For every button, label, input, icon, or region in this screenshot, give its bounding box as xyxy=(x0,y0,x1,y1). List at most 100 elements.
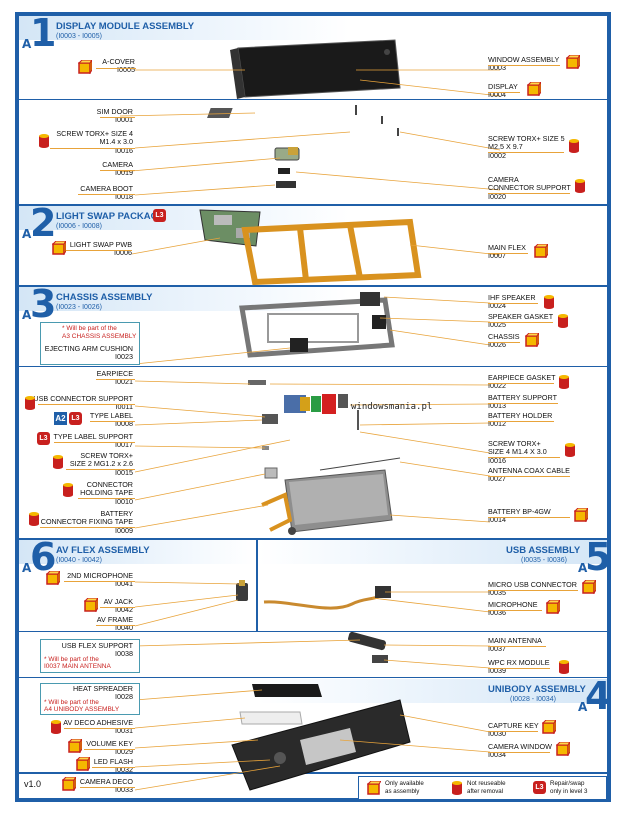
part-name-torx4b: SCREW TORX+ xyxy=(488,439,541,448)
label-ejecting: EJECTING ARM CUSHION I0023 xyxy=(45,344,133,362)
assembly-cube-icon-window xyxy=(565,53,581,70)
label-mainflex: MAIN FLEX I0007 xyxy=(488,243,526,261)
label-display: DISPLAY I0004 xyxy=(488,82,518,100)
assembly-cube-icon-mainflex xyxy=(533,242,549,259)
section-range-chassis: (I0023 - I0026) xyxy=(56,304,102,311)
part-code-usbflex: I0038 xyxy=(115,649,133,659)
part-name-torx5: SCREW TORX+ SIZE 5 xyxy=(488,134,565,143)
section-prefix-avflex: A xyxy=(22,561,32,575)
underline-mainant xyxy=(488,646,546,647)
part-name-ledflash: LED FLASH xyxy=(93,757,133,766)
part-name-camconn: CAMERA xyxy=(488,175,519,184)
part-name-camboot: CAMERA BOOT xyxy=(80,184,133,193)
note-box-usbflex xyxy=(40,639,140,673)
part-code-camwindow: I0034 xyxy=(488,750,506,760)
underline-capture xyxy=(488,731,538,732)
section-title-chassis: CHASSIS ASSEMBLY xyxy=(56,292,153,303)
part-code-avdeco: I0031 xyxy=(115,726,133,736)
nonreuse-cylinder-icon-torx4 xyxy=(38,133,49,148)
part-name-usbflex: USB FLEX SUPPORT xyxy=(61,641,133,650)
divider-4 xyxy=(19,366,607,367)
nonreuse-cylinder-icon-ihf xyxy=(543,294,554,309)
part-code-camconn: I0020 xyxy=(488,191,506,201)
section-title-avflex: AV FLEX ASSEMBLY xyxy=(56,545,150,556)
part-name-battsupport: BATTERY SUPPORT xyxy=(488,393,557,402)
underline-typelabelsup xyxy=(54,442,135,443)
label-mainant: MAIN ANTENNA I0037 xyxy=(488,636,542,654)
section-title-display: DISPLAY MODULE ASSEMBLY xyxy=(56,21,195,32)
label-avjack: AV JACK I0042 xyxy=(104,597,133,615)
note-box-heatspreader xyxy=(40,683,140,715)
part-name-capture: CAPTURE KEY xyxy=(488,721,539,730)
label-camera: CAMERA I0019 xyxy=(102,160,133,178)
underline-torx5 xyxy=(488,152,564,153)
underline-camconn xyxy=(488,193,570,194)
label-camdeco: CAMERA DECO I0033 xyxy=(80,777,133,795)
part-code-torx5: I0002 xyxy=(488,150,506,160)
section-prefix-display: A xyxy=(22,37,32,51)
legend-box: Only available as assembly Not reuseable… xyxy=(358,776,607,800)
underline-battholder xyxy=(488,421,554,422)
label-eargasket: EARPIECE GASKET I0022 xyxy=(488,373,556,391)
part-name2-camconn: CONNECTOR SUPPORT xyxy=(488,183,571,193)
underline-wpc xyxy=(488,668,550,669)
underline-simdoor xyxy=(100,117,135,118)
label-torx5: SCREW TORX+ SIZE 5 M2.5 X 9.7 I0002 xyxy=(488,134,565,160)
underline-usbconn xyxy=(38,404,135,405)
unibody-illustration xyxy=(231,699,411,791)
part-name-camera: CAMERA xyxy=(102,160,133,169)
underline-microusb xyxy=(488,590,578,591)
part-code-eargasket: I0022 xyxy=(488,381,506,391)
mid-small-parts-illustration xyxy=(248,380,359,479)
underline-torx4 xyxy=(50,148,135,149)
section-range-display: (I0003 - I0005) xyxy=(56,33,102,40)
part-name-mainflex: MAIN FLEX xyxy=(488,243,526,252)
underline-display xyxy=(488,92,520,93)
legend-repair-1: Repair/swap xyxy=(550,780,585,787)
underline-earpiece xyxy=(96,379,135,380)
part-code-chassis: I0026 xyxy=(488,340,506,350)
underline-window xyxy=(488,65,560,66)
part-name2-torx4: M1.4 x 3.0 xyxy=(99,137,133,147)
nonreuse-cylinder-icon-torx2 xyxy=(52,454,63,469)
part-code-torx4: I0016 xyxy=(115,145,133,155)
assembly-cube-icon-volume xyxy=(67,737,83,754)
part-name-heatspreader: HEAT SPREADER xyxy=(72,684,133,693)
part-name-camwindow: CAMERA WINDOW xyxy=(488,742,552,751)
part-code-capture: I0030 xyxy=(488,729,506,739)
part-name2-conntape: HOLDING TAPE xyxy=(80,488,133,498)
label-coax: ANTENNA COAX CABLE I0027 xyxy=(488,466,570,484)
part-code-ejecting: I0023 xyxy=(115,352,133,362)
part-code-microusb: I0035 xyxy=(488,588,506,598)
part-code-window: I0003 xyxy=(488,63,506,73)
assembly-cube-icon-chassis xyxy=(524,331,540,348)
part-code-display: I0004 xyxy=(488,90,506,100)
divider-7 xyxy=(19,677,607,678)
section-number-unibody: 4 xyxy=(585,674,612,718)
note-ejecting-2: A3 CHASSIS ASSEMBLY xyxy=(62,333,137,340)
part-name-conntape: CONNECTOR xyxy=(86,480,133,489)
part-name-torx2: SCREW TORX+ xyxy=(80,451,133,460)
part-code-mainant: I0037 xyxy=(488,644,506,654)
underline-avframe xyxy=(96,625,135,626)
part-name-spkgasket: SPEAKER GASKET xyxy=(488,312,554,321)
underline-coax xyxy=(488,476,570,477)
label-camconn: CAMERA CONNECTOR SUPPORT I0020 xyxy=(488,175,571,201)
underline-camera xyxy=(100,170,135,171)
label-camwindow: CAMERA WINDOW I0034 xyxy=(488,742,552,760)
assembly-cube-icon-camdeco xyxy=(61,775,77,792)
assembly-cube-icon-acover xyxy=(77,58,93,75)
part-name-mic2: 2ND MICROPHONE xyxy=(67,571,133,580)
underline-torx2 xyxy=(66,469,135,470)
underline-microphone xyxy=(488,610,542,611)
part-code-ihf: I0024 xyxy=(488,301,506,311)
part-code-avjack: I0042 xyxy=(115,605,133,615)
section-range-unibody: (I0028 - I0034) xyxy=(510,696,556,703)
part-name-lightpwb: LIGHT SWAP PWB xyxy=(69,240,132,249)
label-simdoor: SIM DOOR I0001 xyxy=(97,107,133,125)
part-code-torx4b: I0016 xyxy=(488,455,506,465)
assembly-cube-icon-lightpwb xyxy=(51,239,67,256)
heat-spreader-illustration xyxy=(239,684,322,725)
label-avframe: AV FRAME I0040 xyxy=(97,615,133,633)
note-box-ejecting xyxy=(40,322,140,365)
